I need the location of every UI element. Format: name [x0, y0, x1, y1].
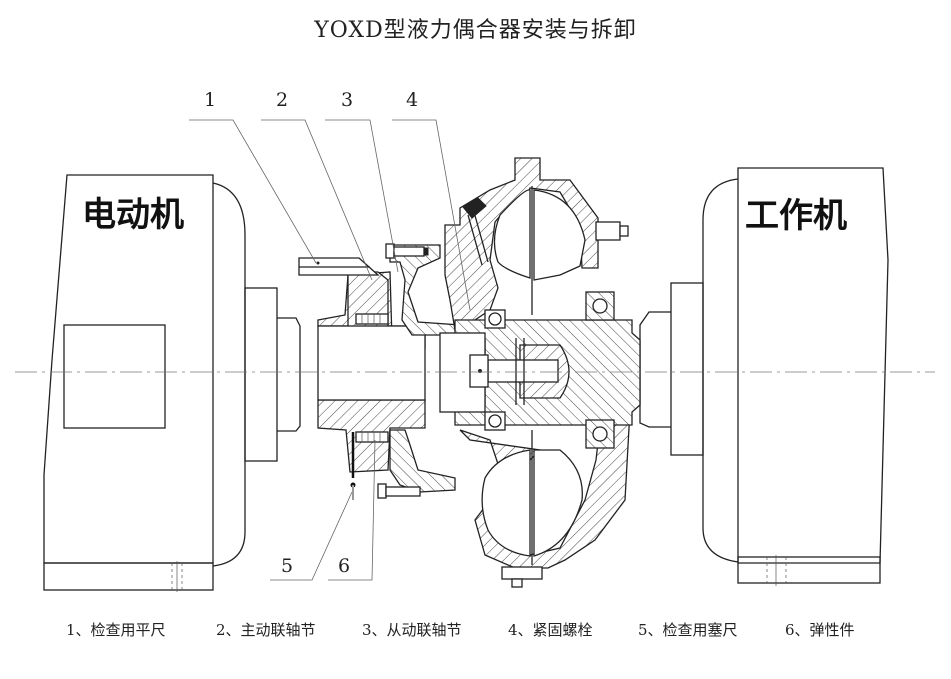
- inspection-straight-edge: [298, 257, 380, 276]
- parts-legend: 1、检查用平尺 2、主动联轴节 3、从动联轴节 4、紧固螺栓 5、检查用塞尺 6…: [66, 619, 855, 640]
- drive-hub: [317, 271, 426, 473]
- svg-text:1: 1: [204, 89, 216, 111]
- center-bolt: [487, 359, 559, 383]
- motor-label: 电动机: [82, 195, 184, 235]
- callout-5: 5: [270, 491, 353, 581]
- diagram-title: YOXD型液力偶合器安装与拆卸: [314, 18, 637, 43]
- motor-body: 电动机: [43, 174, 301, 592]
- inspection-feeler-gauge: [350, 432, 356, 500]
- legend-item: 5、检查用塞尺: [638, 621, 738, 639]
- bearing-upper-left: [484, 309, 506, 329]
- legend-item: 4、紧固螺栓: [508, 621, 593, 639]
- driven-machine-label: 工作机: [745, 196, 847, 236]
- motor-terminal-box: [63, 324, 166, 429]
- bearing-lower-right: [585, 419, 615, 449]
- svg-text:2: 2: [276, 89, 288, 111]
- callout-6: 6: [328, 439, 376, 581]
- svg-text:5: 5: [281, 555, 293, 577]
- coupling-housing-upper: [444, 157, 629, 331]
- output-shaft: [439, 319, 641, 426]
- flange-bolt-upper: [385, 243, 429, 259]
- casing-bolt-bottom: [501, 566, 543, 588]
- bearing-lower-left: [484, 411, 506, 431]
- svg-text:4: 4: [406, 89, 418, 111]
- fill-plug: [462, 197, 487, 219]
- callout-1: 1: [189, 89, 317, 264]
- bearing-upper-right: [585, 291, 615, 321]
- coupling-housing-lower: [459, 408, 631, 588]
- flange-bolt-lower: [377, 483, 421, 499]
- driven-machine-body: 工作机: [639, 167, 889, 586]
- driven-flange: [670, 282, 704, 456]
- driven-coupling-flange: [377, 243, 462, 499]
- elastic-element-lower: [355, 431, 389, 443]
- callout-3: 3: [325, 89, 399, 273]
- casing-bolt-right: [595, 221, 629, 241]
- legend-item: 2、主动联轴节: [216, 621, 316, 639]
- motor-flange: [244, 287, 278, 462]
- legend-item: 3、从动联轴节: [362, 621, 462, 639]
- legend-item: 6、弹性件: [785, 621, 855, 639]
- callout-4: 4: [392, 89, 471, 311]
- elastic-element-upper: [355, 313, 389, 325]
- svg-text:3: 3: [341, 89, 353, 111]
- svg-text:6: 6: [338, 555, 350, 577]
- callout-2: 2: [261, 89, 373, 281]
- legend-item: 1、检查用平尺: [66, 621, 166, 639]
